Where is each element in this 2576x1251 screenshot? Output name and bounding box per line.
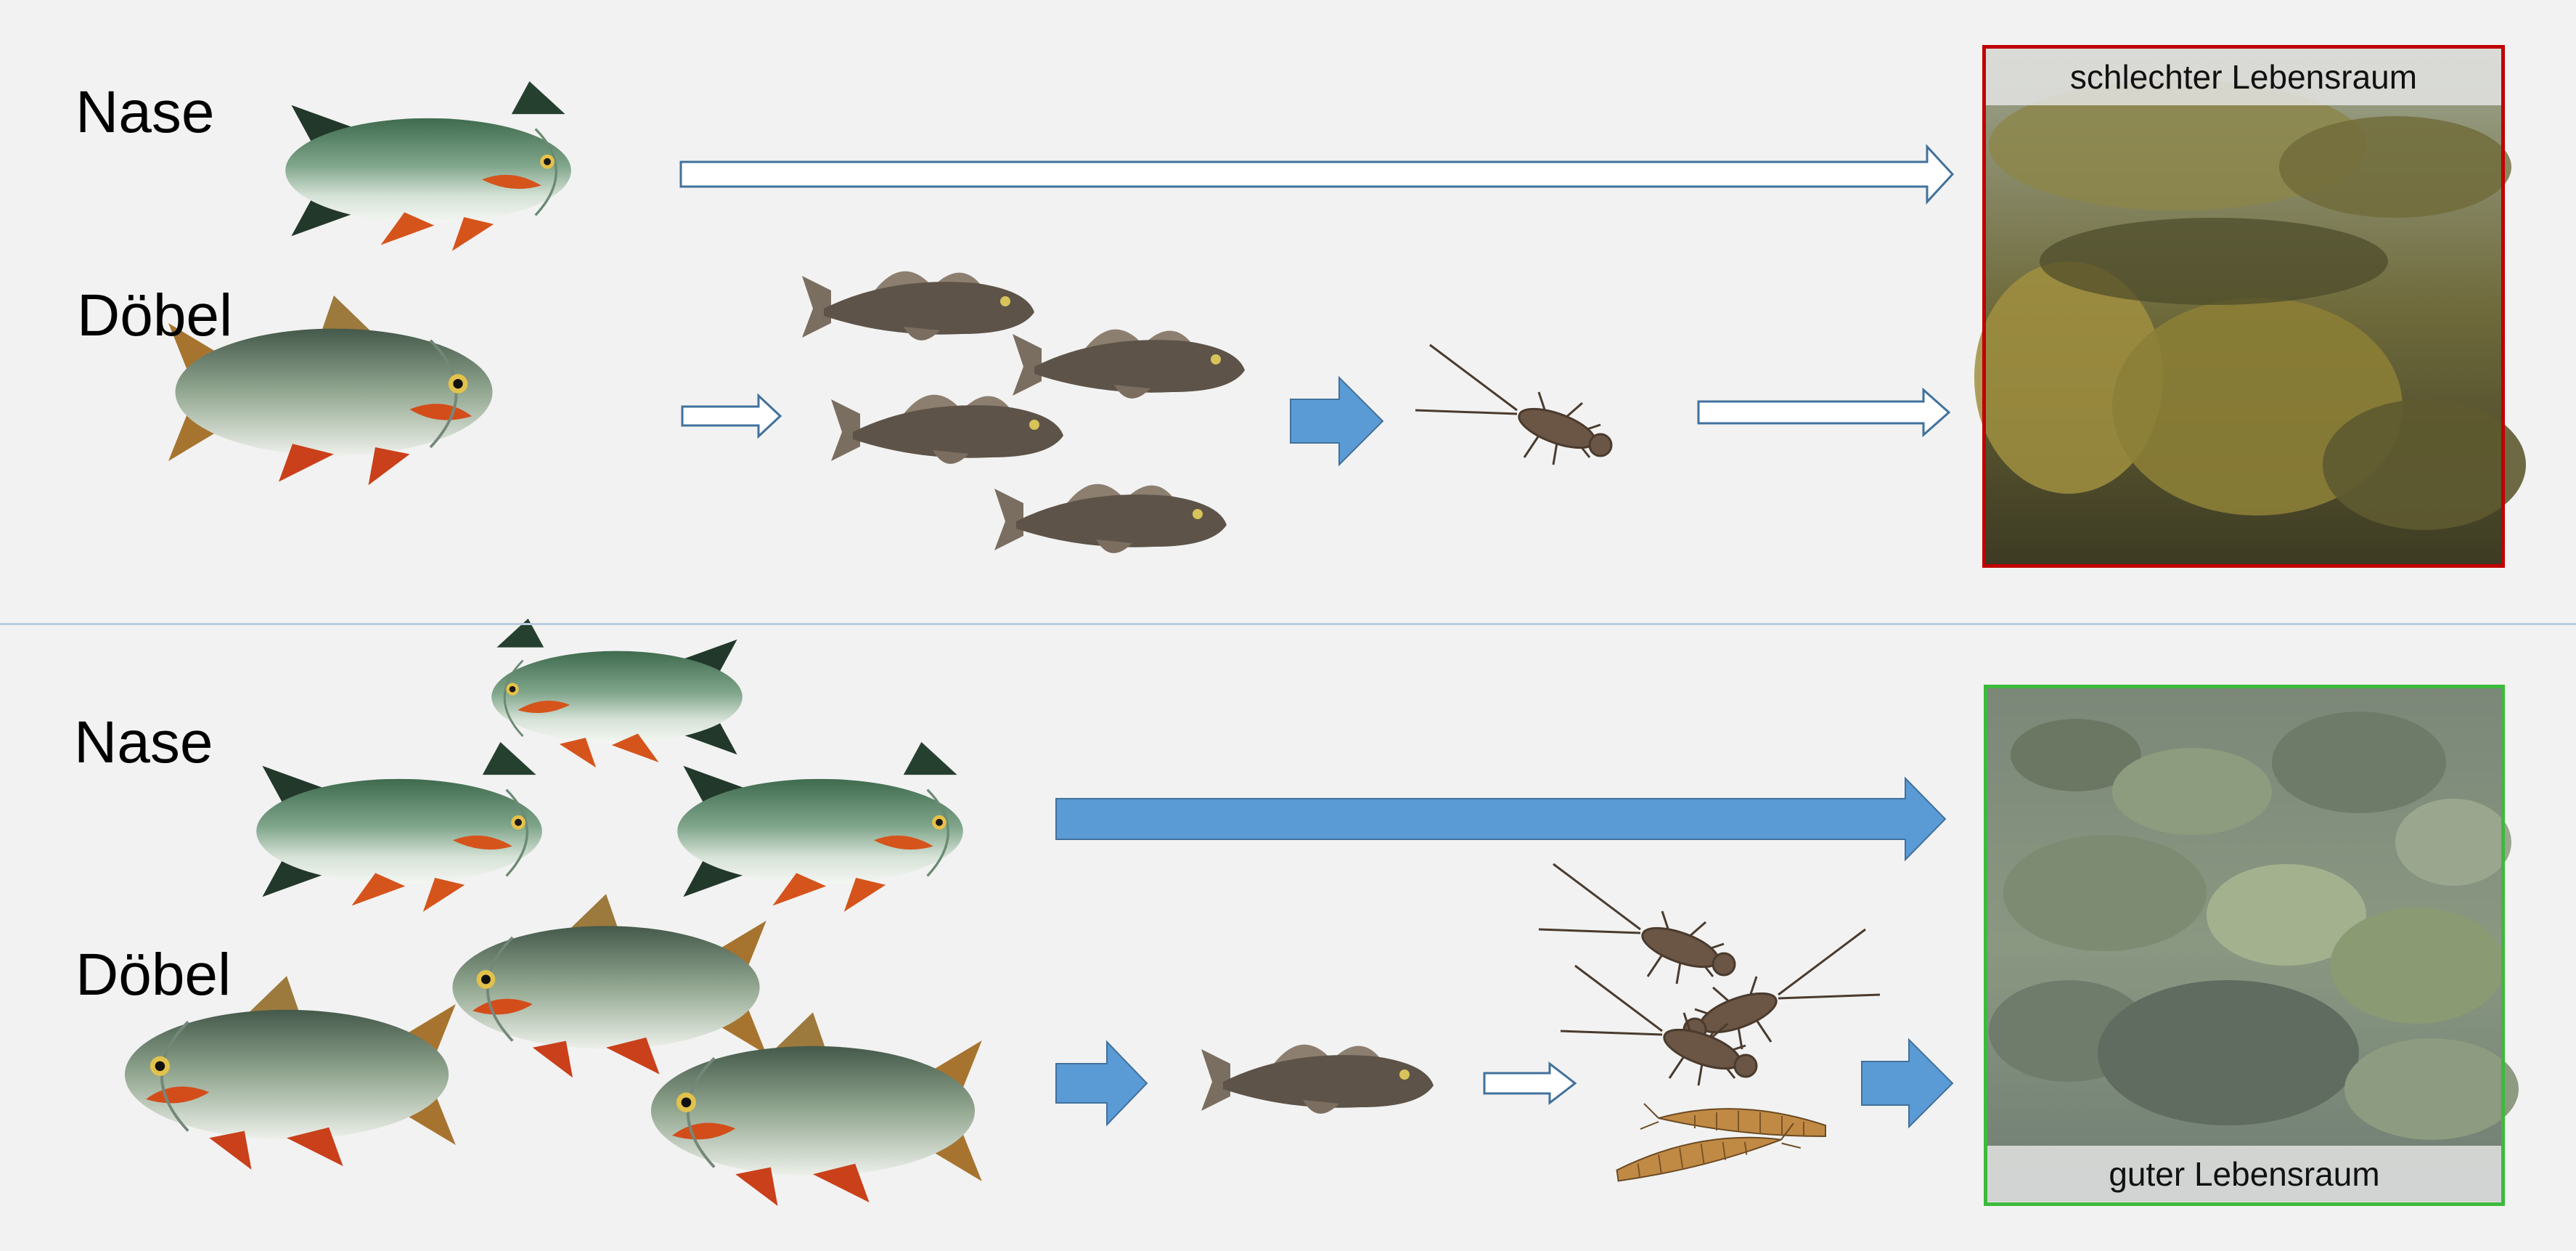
habitat-bad-frame: schlechter Lebensraum <box>1982 45 2505 568</box>
larva-weak-arrow <box>1697 387 1951 438</box>
groppe-fish-icon <box>802 271 1034 341</box>
groppe-fish-icon <box>994 484 1227 553</box>
top-panel <box>167 48 2526 565</box>
label-nase-bottom: Nase <box>74 709 213 775</box>
caddis-larva-icon <box>1640 1103 1826 1137</box>
nase-fish-icon <box>676 741 965 913</box>
groppe-weak-arrow <box>1483 1061 1577 1106</box>
habitat-good-caption: guter Lebensraum <box>1987 1146 2501 1202</box>
doebel-fish-icon <box>649 1011 984 1207</box>
nase-weak-arrow <box>679 144 1955 205</box>
label-doebel-top: Döbel <box>77 282 233 349</box>
good-habitat-photo <box>1987 688 2519 1202</box>
doebel-fish-icon <box>451 892 768 1080</box>
habitat-good-frame: guter Lebensraum <box>1984 685 2505 1206</box>
mayfly-larva-icon <box>1537 863 1736 985</box>
doebel-strong-arrow <box>1055 1040 1148 1127</box>
panel-divider <box>0 623 2576 625</box>
groppe-fish-icon <box>1201 1044 1434 1114</box>
nase-fish-icon <box>255 741 544 913</box>
label-nase-top: Nase <box>75 79 215 145</box>
larva-strong-arrow <box>1861 1038 1954 1129</box>
label-doebel-bottom: Döbel <box>75 942 232 1008</box>
habitat-bad-caption: schlechter Lebensraum <box>1986 49 2501 105</box>
doebel-weak-arrow <box>681 393 782 439</box>
bad-habitat-photo <box>1974 48 2526 565</box>
bottom-panel <box>123 617 2519 1207</box>
groppe-strong-arrow <box>1290 375 1384 467</box>
nase-fish-icon <box>490 617 744 769</box>
nase-strong-arrow <box>1055 776 1947 862</box>
groppe-fish-icon <box>1013 329 1245 399</box>
groppe-fish-icon <box>831 394 1063 464</box>
nase-fish-icon <box>284 80 573 253</box>
mayfly-larva-icon <box>1414 343 1613 466</box>
